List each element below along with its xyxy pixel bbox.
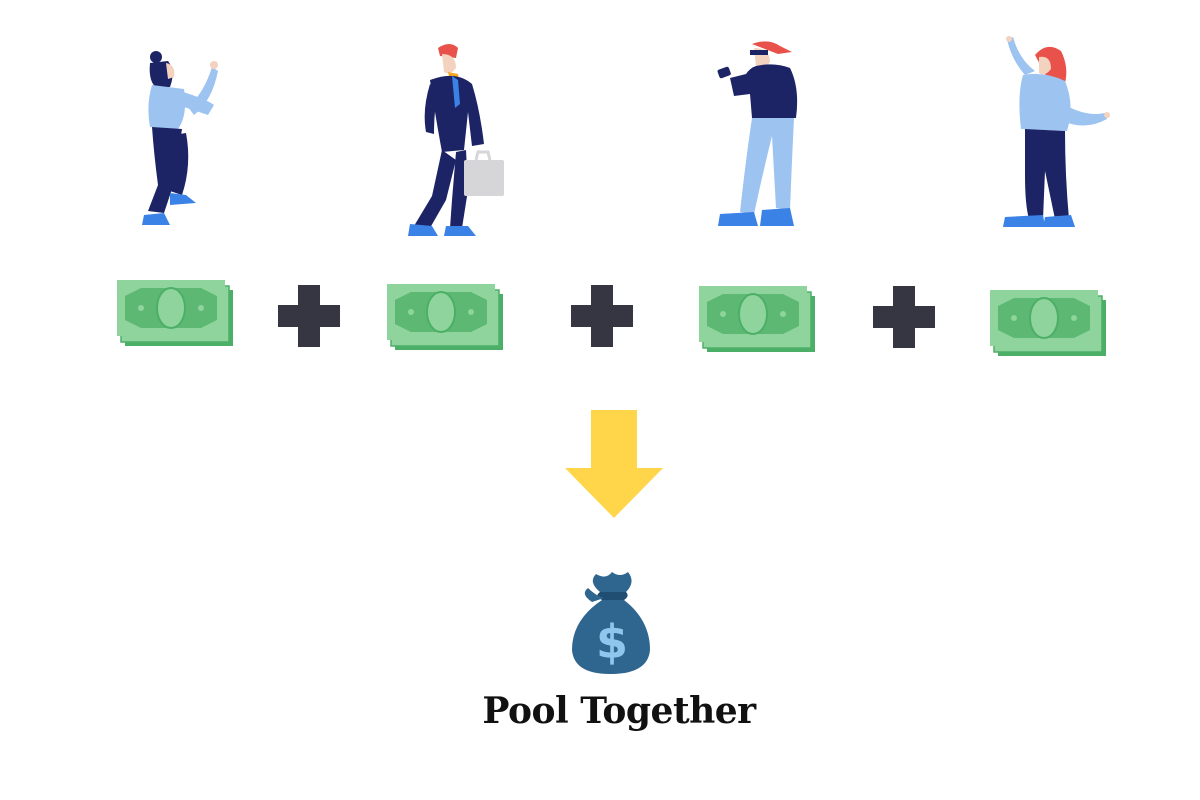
money-bag-icon: $ <box>572 572 650 674</box>
plus-icon <box>278 285 340 347</box>
down-arrow-icon <box>565 410 663 518</box>
money-stack-icon <box>990 290 1106 356</box>
money-stack-icon <box>117 280 233 346</box>
plus-icon <box>873 286 935 348</box>
businessman-icon <box>408 44 504 236</box>
plus-icon <box>571 285 633 347</box>
svg-text:$: $ <box>596 615 628 669</box>
caption-text: Pool Together <box>482 690 756 732</box>
woman-reaching-icon <box>142 51 218 225</box>
woman-pointing-icon <box>1003 36 1110 227</box>
money-stack-icon <box>387 284 503 350</box>
money-stack-icon <box>699 286 815 352</box>
man-with-phone-icon <box>717 41 798 226</box>
